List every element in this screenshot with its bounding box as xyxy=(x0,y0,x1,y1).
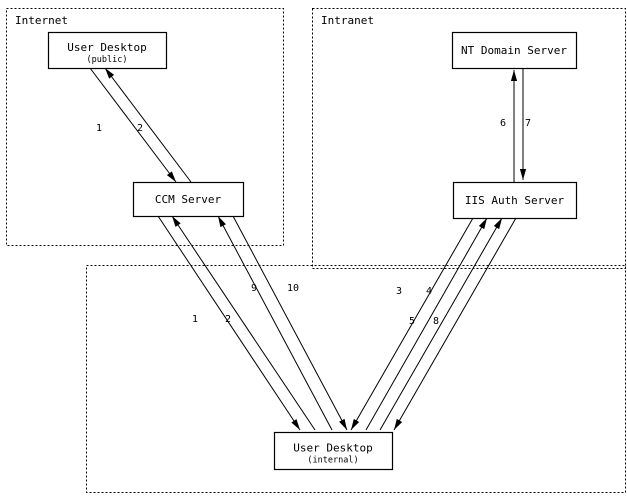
zone-border-internal xyxy=(86,265,626,493)
connector-line-iis-to-ud-internal-3 xyxy=(350,217,474,431)
zone-intranet: Intranet xyxy=(312,8,626,269)
connector-line-ccm-to-ud-internal xyxy=(157,215,301,431)
arrow-head-ud-public-to-ccm xyxy=(166,171,176,182)
node-label-user-desktop-public: User Desktop xyxy=(67,41,146,54)
step-label-2-1: 2 xyxy=(137,123,143,134)
connector-line-ccm-to-ud-internal-10 xyxy=(232,215,348,431)
step-label-5-8: 5 xyxy=(409,316,415,327)
step-label-6-10: 6 xyxy=(500,118,506,129)
arrow-head-iis-to-ud-internal-8 xyxy=(394,418,403,430)
arrow-head-ccm-to-ud-internal-10 xyxy=(339,418,347,430)
step-labels-layer: 1 2 1 2 9 10 3 4 5 8 6 7 xyxy=(96,118,531,327)
node-box-ccm-server[interactable] xyxy=(132,181,245,218)
connector-ud-internal-to-ccm-9 xyxy=(217,215,333,431)
step-label-1-2: 1 xyxy=(192,314,198,325)
connector-ud-internal-to-iis-5 xyxy=(379,217,503,431)
node-box-user-desktop-internal[interactable] xyxy=(273,431,394,471)
step-label-8-9: 8 xyxy=(433,316,439,327)
node-user-desktop-internal[interactable]: User Desktop(internal) xyxy=(273,431,394,471)
node-nt-domain-server[interactable]: NT Domain Server xyxy=(451,31,578,70)
node-sublabel-user-desktop-public: (public) xyxy=(87,55,128,65)
step-label-2-3: 2 xyxy=(225,314,231,325)
connector-ud-internal-to-ccm xyxy=(171,215,316,431)
zone-internet: Internet xyxy=(6,8,284,246)
connector-iis-to-ud-internal-3 xyxy=(350,217,474,431)
connector-ccm-to-ud-public xyxy=(104,67,192,183)
node-label-user-desktop-internal: User Desktop xyxy=(293,442,372,455)
connector-ud-public-to-ccm xyxy=(89,67,177,183)
node-label-nt-domain-server: NT Domain Server xyxy=(461,44,567,57)
zones-layer: Internet Intranet xyxy=(6,8,626,493)
connector-nt-to-iis-7 xyxy=(519,68,527,180)
node-label-iis-auth-server: IIS Auth Server xyxy=(465,194,565,207)
arrow-head-ccm-to-ud-public xyxy=(105,68,115,79)
node-box-user-desktop-public[interactable] xyxy=(47,31,168,70)
step-label-3-6: 3 xyxy=(396,286,402,297)
arrow-head-ccm-to-ud-internal xyxy=(291,419,300,430)
connector-line-ud-internal-to-ccm xyxy=(171,215,316,431)
node-label-ccm-server: CCM Server xyxy=(155,193,222,206)
node-iis-auth-server[interactable]: IIS Auth Server xyxy=(452,181,578,220)
connector-ud-internal-to-iis-4 xyxy=(365,217,488,431)
zone-label-internet: Internet xyxy=(15,14,68,27)
connector-line-iis-to-ud-internal-8 xyxy=(393,217,517,431)
step-label-10-5: 10 xyxy=(287,283,299,294)
zone-internal xyxy=(86,265,626,493)
step-label-7-11: 7 xyxy=(525,118,531,129)
step-label-9-4: 9 xyxy=(251,283,257,294)
connector-line-ud-internal-to-ccm-9 xyxy=(217,215,333,431)
step-label-1-0: 1 xyxy=(96,123,102,134)
connector-line-ccm-to-ud-public xyxy=(104,67,192,183)
connector-line-ud-public-to-ccm xyxy=(89,67,177,183)
node-sublabel-user-desktop-internal: (internal) xyxy=(307,456,358,466)
arrow-head-iis-to-nt-6 xyxy=(510,70,518,81)
node-box-iis-auth-server[interactable] xyxy=(452,181,578,220)
connector-ccm-to-ud-internal xyxy=(157,215,301,431)
arrow-head-nt-to-iis-7 xyxy=(519,169,527,180)
zone-border-internet xyxy=(6,8,284,246)
connector-iis-to-nt-6 xyxy=(510,70,518,182)
zone-border-intranet xyxy=(312,8,626,269)
arrow-head-ud-internal-to-iis-4 xyxy=(478,218,487,230)
connector-ccm-to-ud-internal-10 xyxy=(232,215,348,431)
node-user-desktop-public[interactable]: User Desktop(public) xyxy=(47,31,168,70)
node-ccm-server[interactable]: CCM Server xyxy=(132,181,245,218)
connectors-layer xyxy=(89,67,527,431)
connector-line-ud-internal-to-iis-4 xyxy=(365,217,488,431)
connector-iis-to-ud-internal-8 xyxy=(393,217,517,431)
arrow-head-ud-internal-to-ccm xyxy=(172,216,181,227)
arrow-head-ud-internal-to-iis-5 xyxy=(493,218,502,230)
connector-line-ud-internal-to-iis-5 xyxy=(379,217,503,431)
arrow-head-ud-internal-to-ccm-9 xyxy=(218,216,226,228)
node-box-nt-domain-server[interactable] xyxy=(451,31,578,70)
step-label-4-7: 4 xyxy=(426,286,432,297)
arrow-head-iis-to-ud-internal-3 xyxy=(351,418,360,430)
zone-label-intranet: Intranet xyxy=(321,14,374,27)
